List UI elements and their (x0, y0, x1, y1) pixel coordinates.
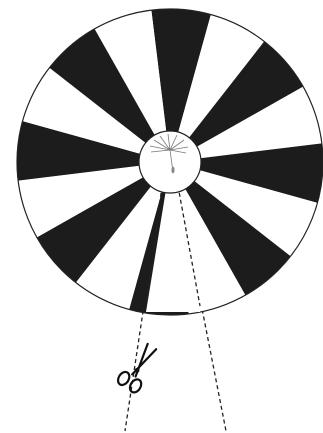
center-hub (139, 131, 201, 193)
cut-flap (125, 306, 226, 431)
hub-circle (139, 131, 201, 193)
